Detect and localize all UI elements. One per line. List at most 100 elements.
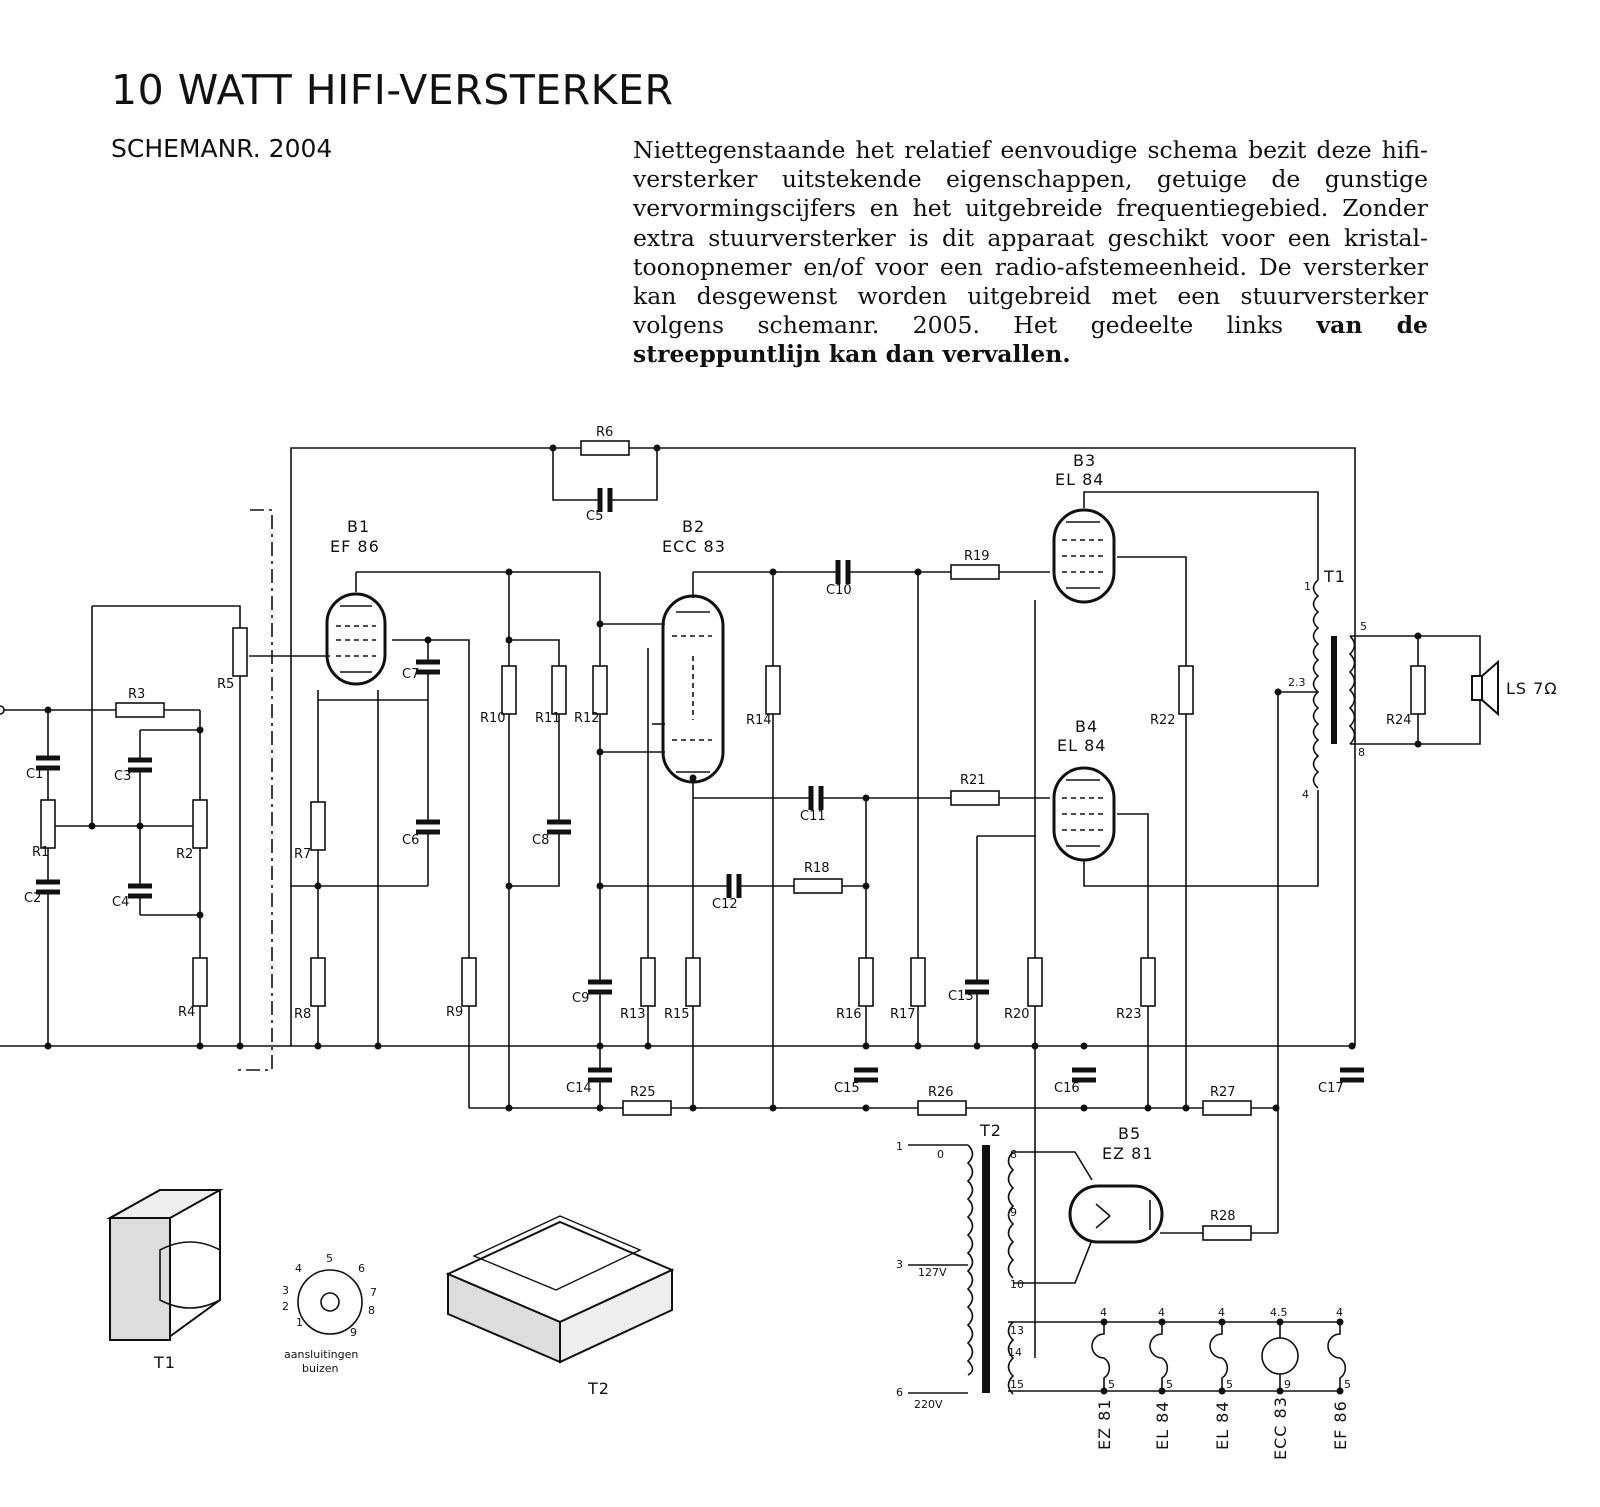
heater-label-ecc83: ECC 83 <box>1271 1396 1290 1460</box>
component-labels: B1 EF 86 B2 ECC 83 B3 EL 84 B4 EL 84 B5 … <box>24 425 1557 1460</box>
label-r23: R23 <box>1116 1007 1142 1022</box>
t2-detail-label: T2 <box>587 1379 610 1398</box>
resistor-r17 <box>910 957 926 1007</box>
resistor-r24 <box>1410 665 1426 715</box>
label-c3: C3 <box>114 769 131 784</box>
label-r27: R27 <box>1210 1085 1236 1100</box>
intro-text: Niettegenstaande het relatief eenvoudige… <box>633 136 1428 340</box>
capacitor-c12 <box>726 874 742 898</box>
resistor-r21 <box>950 790 1000 806</box>
svg-text:9: 9 <box>350 1326 357 1339</box>
t2-sec-15: 15 <box>1010 1378 1024 1391</box>
tube-type-b3: EL 84 <box>1055 470 1104 489</box>
capacitor-c1 <box>36 755 60 771</box>
tube-type-b5: EZ 81 <box>1102 1144 1154 1163</box>
resistor-r28 <box>1202 1225 1252 1241</box>
resistor-r12 <box>592 665 608 715</box>
resistor-r9 <box>461 957 477 1007</box>
label-r25: R25 <box>630 1085 656 1100</box>
capacitor-c6 <box>416 819 440 835</box>
label-r8: R8 <box>294 1007 311 1022</box>
heater-filaments <box>1091 1322 1347 1391</box>
t2-volt-0: 0 <box>937 1148 944 1161</box>
resistor-r4 <box>192 957 208 1007</box>
label-r4: R4 <box>178 1005 195 1020</box>
label-r19: R19 <box>964 549 990 564</box>
label-r1: R1 <box>32 845 49 860</box>
label-r13: R13 <box>620 1007 646 1022</box>
label-c1: C1 <box>26 767 43 782</box>
label-c7: C7 <box>402 667 419 682</box>
label-c6: C6 <box>402 833 419 848</box>
tube-ref-b5: B5 <box>1118 1124 1141 1143</box>
label-c17: C17 <box>1318 1081 1344 1096</box>
svg-text:3: 3 <box>282 1284 289 1297</box>
t1-tap-2-3: 2.3 <box>1288 676 1306 689</box>
label-r16: R16 <box>836 1007 862 1022</box>
t1-tap-4: 4 <box>1302 788 1309 801</box>
tube-ref-b3: B3 <box>1073 451 1096 470</box>
label-r24: R24 <box>1386 713 1412 728</box>
tube-b1 <box>325 592 387 686</box>
label-c10: C10 <box>826 583 852 598</box>
resistor-r23 <box>1140 957 1156 1007</box>
heater-label-el84b: EL 84 <box>1213 1401 1232 1450</box>
t2-sec-13: 13 <box>1010 1324 1024 1337</box>
label-r14: R14 <box>746 713 772 728</box>
label-c16: C16 <box>1054 1081 1080 1096</box>
svg-text:8: 8 <box>368 1304 375 1317</box>
tube-socket-diagram: 1 2 3 4 5 6 7 8 9 aansluitingen buizen <box>282 1252 377 1375</box>
resistor-r26 <box>917 1100 967 1116</box>
label-c15: C15 <box>834 1081 860 1096</box>
tube-b3 <box>1052 508 1116 604</box>
capacitor-c15 <box>854 1067 878 1083</box>
label-r5: R5 <box>217 677 234 692</box>
tube-b5 <box>1068 1184 1164 1244</box>
label-r20: R20 <box>1004 1007 1030 1022</box>
label-r6: R6 <box>596 425 613 440</box>
heater-el84b-pin-a: 4 <box>1218 1306 1225 1319</box>
capacitor-c7 <box>416 659 440 675</box>
wires <box>0 447 1481 1394</box>
heater-ef86-pin-a: 4 <box>1336 1306 1343 1319</box>
resistor-r3 <box>115 702 165 718</box>
label-c2: C2 <box>24 891 41 906</box>
resistor-r8 <box>310 957 326 1007</box>
resistor-r15 <box>685 957 701 1007</box>
label-r26: R26 <box>928 1085 954 1100</box>
resistor-r5 <box>232 627 248 677</box>
label-t2: T2 <box>979 1121 1002 1140</box>
resistor-r22 <box>1178 665 1194 715</box>
resistor-r2 <box>192 799 208 849</box>
intro-paragraph: Niettegenstaande het relatief eenvoudige… <box>633 136 1428 370</box>
resistor-r1 <box>40 799 56 849</box>
capacitor-c5 <box>597 488 613 512</box>
svg-text:7: 7 <box>370 1286 377 1299</box>
label-r18: R18 <box>804 861 830 876</box>
junction-dots <box>0 444 1422 1395</box>
capacitor-c13 <box>965 979 989 995</box>
heater-label-ez81: EZ 81 <box>1095 1398 1114 1450</box>
t1-detail-label: T1 <box>153 1353 176 1372</box>
t2-sec-14: 14 <box>1008 1346 1022 1359</box>
schema-number: SCHEMANR. 2004 <box>111 134 333 163</box>
socket-caption-1: aansluitingen <box>284 1348 358 1361</box>
heater-el84b-pin-b: 5 <box>1226 1378 1233 1391</box>
resistor-r13 <box>640 957 656 1007</box>
heater-el84a-pin-b: 5 <box>1166 1378 1173 1391</box>
t1-detail-drawing: T1 <box>106 1189 224 1372</box>
capacitors <box>36 488 1364 1083</box>
label-c5: C5 <box>586 509 603 524</box>
label-c4: C4 <box>112 895 129 910</box>
t1-tap-8: 8 <box>1358 746 1365 759</box>
tube-b4 <box>1052 766 1116 862</box>
label-c11: C11 <box>800 809 826 824</box>
t1-tap-1: 1 <box>1304 580 1311 593</box>
t2-detail-drawing: T2 <box>445 1215 675 1398</box>
svg-text:6: 6 <box>358 1262 365 1275</box>
label-c12: C12 <box>712 897 738 912</box>
label-r15: R15 <box>664 1007 690 1022</box>
heater-el84a-pin-a: 4 <box>1158 1306 1165 1319</box>
intro-text-bold: van de streeppuntlijn kan dan vervallen. <box>633 311 1428 369</box>
